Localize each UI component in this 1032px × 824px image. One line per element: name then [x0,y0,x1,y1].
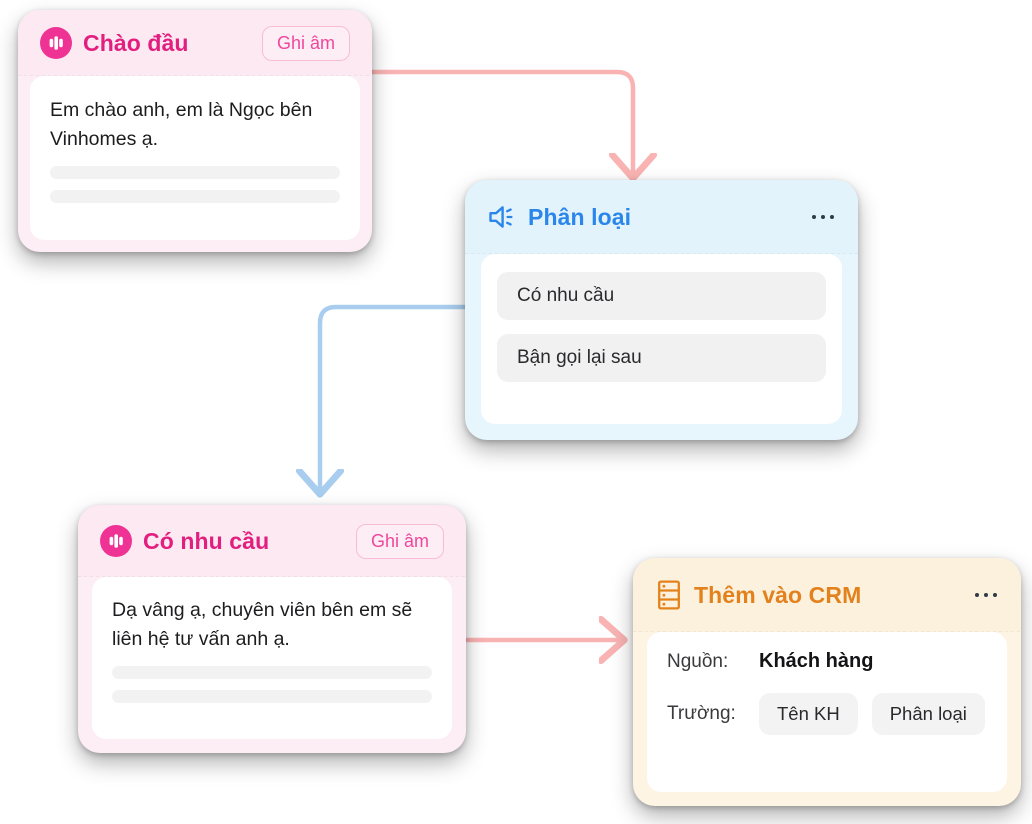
speech-panel-greeting: Em chào anh, em là Ngọc bên Vinhomes ạ. [30,76,360,240]
card-body-crm: Nguồn: Khách hàng Trường: Tên KH Phân lo… [633,632,1021,806]
crm-fields-row: Trường: Tên KH Phân loại [667,693,987,735]
skeleton-bar [112,665,432,679]
connector-classify-to-need [320,304,468,488]
crm-fields-panel: Nguồn: Khách hàng Trường: Tên KH Phân lo… [647,632,1007,792]
card-title-need: Có nhu cầu [143,527,270,554]
speaker-icon [487,203,517,231]
crm-source-value: Khách hàng [759,650,874,672]
more-options-icon[interactable] [810,209,836,225]
connector-greeting-to-classify [369,69,633,172]
audio-wave-icon [100,525,132,557]
crm-fields-label: Trường: [667,703,736,724]
skeleton-bar [112,689,432,703]
classify-option-item[interactable]: Có nhu cầu [497,272,826,320]
server-rack-icon [655,579,683,611]
card-body-greeting: Em chào anh, em là Ngọc bên Vinhomes ạ. [18,76,372,252]
record-button-greeting[interactable]: Ghi âm [261,25,350,61]
card-header-need: Có nhu cầu Ghi âm [78,505,466,577]
audio-wave-icon [40,27,72,59]
card-title-classify: Phân loại [528,203,632,230]
card-header-greeting: Chào đầu Ghi âm [18,10,372,76]
node-card-greeting[interactable]: Chào đầu Ghi âm Em chào anh, em là Ngọc … [18,10,372,252]
classify-option-item[interactable]: Bận gọi lại sau [497,334,826,382]
speech-panel-need: Dạ vâng ạ, chuyên viên bên em sẽ liên hệ… [92,577,452,739]
node-card-crm[interactable]: Thêm vào CRM Nguồn: Khách hàng Trường: T… [633,558,1021,806]
node-card-need[interactable]: Có nhu cầu Ghi âm Dạ vâng ạ, chuyên viên… [78,505,466,753]
node-card-classify[interactable]: Phân loại Có nhu cầu Bận gọi lại sau [465,180,858,440]
record-button-need[interactable]: Ghi âm [355,523,444,559]
more-options-icon[interactable] [973,587,999,603]
skeleton-bar [50,165,340,179]
speech-text-need: Dạ vâng ạ, chuyên viên bên em sẽ liên hệ… [112,599,413,651]
card-title-crm: Thêm vào CRM [694,581,862,608]
card-body-classify: Có nhu cầu Bận gọi lại sau [465,254,858,440]
crm-source-label: Nguồn: [667,650,729,672]
options-panel-classify: Có nhu cầu Bận gọi lại sau [481,254,842,424]
crm-field-chip[interactable]: Phân loại [871,693,985,735]
card-header-crm: Thêm vào CRM [633,558,1021,632]
crm-source-row: Nguồn: Khách hàng [667,650,987,673]
skeleton-bar [50,189,340,203]
card-body-need: Dạ vâng ạ, chuyên viên bên em sẽ liên hệ… [78,577,466,753]
crm-field-chip[interactable]: Tên KH [759,693,858,735]
card-title-greeting: Chào đầu [83,29,189,56]
speech-text-greeting: Em chào anh, em là Ngọc bên Vinhomes ạ. [50,99,313,151]
card-header-classify: Phân loại [465,180,858,254]
